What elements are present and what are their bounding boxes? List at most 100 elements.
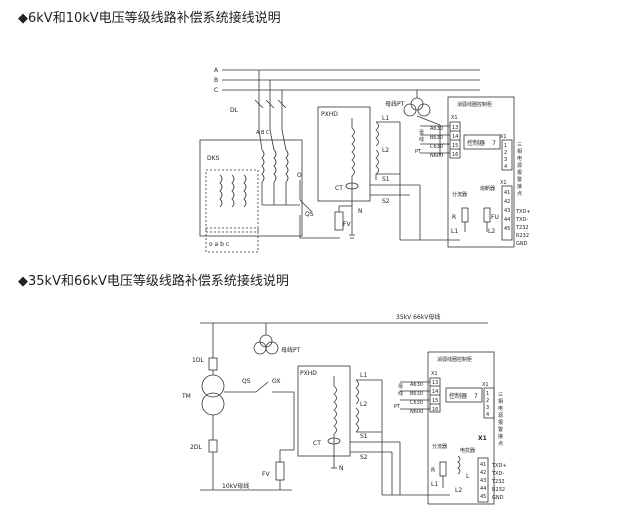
alarm-1-6: 警 (517, 176, 522, 183)
cnum-42-1: 42 (504, 199, 510, 205)
l2-label-1: L2 (382, 147, 389, 154)
x1b-label-2: X1 (478, 435, 487, 442)
term-14-1: 14 (452, 134, 458, 140)
comm-txdm-2: TXD- (491, 471, 504, 477)
r-label-2: R (431, 467, 435, 474)
fv-label-2: FV (262, 471, 270, 478)
ox-label-2: OX (272, 378, 280, 385)
alarm-1-7: 接 (517, 183, 522, 190)
dks-label: DKS (207, 155, 220, 162)
rnum-3-2: 3 (486, 405, 489, 411)
controller-num-2: 7 (474, 393, 478, 400)
dks-box (199, 139, 303, 237)
l1-label-2: L1 (360, 372, 367, 379)
x1-label-2: X1 (431, 371, 438, 377)
r-label-1: R (452, 214, 456, 221)
comm-r232-1: R232 (516, 233, 529, 239)
cnum-41-2: 41 (480, 462, 486, 468)
s1-label-2: S1 (360, 433, 368, 440)
o-label: O (297, 172, 302, 179)
cabinet-2 (427, 351, 495, 505)
alarm-2-6: 警 (498, 426, 503, 433)
diagram-6-10kv (199, 69, 515, 253)
bus-pt-label-1: 母线PT (385, 100, 405, 108)
phase-c-label: C (214, 87, 218, 94)
ct-label-2: CT (313, 440, 321, 447)
l-label-2: L (466, 473, 470, 480)
x1-right-2: X1 (482, 382, 489, 388)
s1-label-1: S1 (382, 176, 390, 183)
comm-gnd-1: GND (516, 241, 528, 247)
controller-1 (463, 134, 501, 150)
tm-transformer-bottom (201, 392, 225, 416)
dl1-label: 1DL (192, 357, 204, 364)
alarm-2-5: 报 (498, 419, 503, 426)
n-label-1: N (358, 208, 363, 215)
controller-label-2: 控制器 (449, 392, 467, 400)
mux-2-1: 母 (398, 384, 403, 390)
cabinet-label-1: 消弧线圈控制柜 (457, 101, 492, 108)
bus10-label: 10kV母线 (222, 482, 249, 490)
l1b-label-2: L1 (431, 481, 438, 488)
mux-label-1a: 母 (419, 130, 424, 136)
l1b-label-1: L1 (451, 228, 458, 235)
alarm-1-2: 相 (517, 148, 522, 155)
dl-label: DL (230, 107, 239, 114)
alarm-2-4: 源 (498, 412, 503, 419)
cnum-42-2: 42 (480, 470, 486, 476)
section-title-6-10kv: ◆6kV和10kV电压等级线路补偿系统接线说明 (18, 11, 281, 26)
rnum-3-1: 3 (504, 157, 507, 163)
cnum-44-1: 44 (504, 217, 510, 223)
comm-txdm-1: TXD- (515, 217, 528, 223)
alarm-2-7: 接 (498, 433, 503, 440)
alarm-2-8: 点 (498, 441, 503, 447)
dl2-label: 2DL (190, 444, 202, 451)
reactor-label-2: 电抗器 (460, 447, 475, 454)
diagram2-labels: 35kV 66kV母线 1DL TM 2DL 10kV母线 QS OX FV N… (181, 313, 507, 501)
phase-b-label: B (214, 77, 218, 84)
section-title-35-66kv: ◆35kV和66kV电压等级线路补偿系统接线说明 (18, 274, 289, 289)
l2b-label-1: L2 (488, 228, 495, 235)
comm-gnd-2: GND (492, 495, 504, 501)
controller-label-1: 控制器 (467, 139, 485, 147)
rnum-2-1: 2 (504, 150, 507, 156)
rnum-2-2: 2 (486, 398, 489, 404)
rnum-4-1: 4 (504, 164, 507, 170)
alarm-1-3: 电 (517, 155, 522, 162)
pt-label-1: PT (415, 149, 422, 155)
x1-label-1: X1 (451, 115, 458, 121)
term-16-2: 16 (432, 407, 438, 413)
comm-txdp-1: TXD+ (515, 209, 531, 215)
mux-2-2: 线 (398, 390, 403, 397)
l1-label-1: L1 (382, 115, 389, 122)
cnum-41-1: 41 (504, 190, 510, 196)
term-n600-2: N600 (410, 409, 423, 415)
term-15-2: 15 (432, 398, 438, 404)
pxhd-box (317, 106, 371, 202)
alarm-2-3: 电 (498, 405, 503, 412)
s2-label-2: S2 (360, 454, 368, 461)
controller-num-1: 7 (492, 140, 496, 147)
cnum-43-1: 43 (504, 208, 510, 214)
term-b630-2: B630 (410, 391, 423, 397)
x1-right-1: X1 (500, 134, 507, 140)
term-c630-1: C630 (430, 144, 443, 150)
diagram-35-66kv (200, 322, 495, 505)
comm-r232-2: R232 (492, 487, 505, 493)
cabinet-1 (447, 96, 515, 248)
alarm-2-2: 相 (498, 398, 503, 405)
pxhd-label-2: PXHD (300, 370, 317, 377)
bus-35-label: 35kV 66kV母线 (396, 313, 440, 321)
pxhd-box-2 (297, 365, 351, 457)
rnum-4-2: 4 (486, 412, 489, 418)
bus-pt-label-2: 母线PT (281, 346, 301, 354)
term-a630-2: A630 (410, 382, 423, 388)
l2b-label-2: L2 (455, 487, 462, 494)
term-c630-2: C630 (410, 400, 423, 406)
fv-label-1: FV (343, 221, 351, 228)
cnum-45-2: 45 (480, 494, 486, 500)
qs-label-1: QS (305, 211, 314, 218)
ct-label-1: CT (335, 185, 343, 192)
pt-label-2: PT (394, 404, 401, 410)
